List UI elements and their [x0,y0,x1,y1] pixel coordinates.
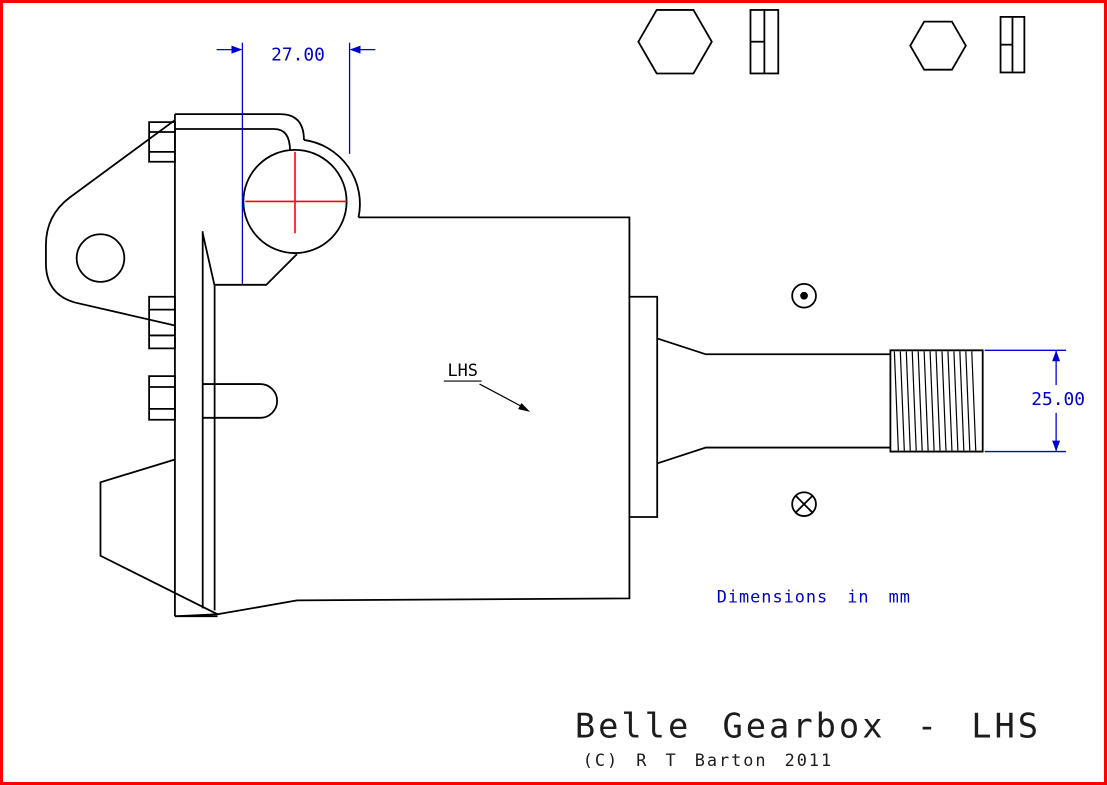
bolt-top [148,121,176,163]
pivot-pin [202,383,279,419]
bolt-bottom [148,375,176,421]
boss-arc [303,139,361,218]
drawing-title: Belle Gearbox - LHS [575,706,1041,745]
units-note: Dimensions in mm [717,586,911,606]
circle-cross-symbol [791,491,817,517]
cad-drawing: 27.00 25.00 LHS Dimensions in mm Belle G… [45,9,1085,770]
view-label: LHS [447,360,477,380]
mounting-lug [45,119,176,327]
dimension-shaft-25 [984,349,1067,453]
hex-bolt-side-icon [749,9,780,75]
gearbox-body [99,216,631,618]
dim-arrow-up [1052,350,1061,362]
dim-shaft-value: 25.00 [1031,389,1085,410]
hex-bolt-front-icon [637,9,713,75]
dimension-width-27 [216,42,376,284]
lhs-leader [443,380,531,412]
body-foot [99,458,218,616]
lug-hole [75,233,126,283]
dimensions [216,42,1067,453]
threaded-section [889,349,984,453]
circle-dot-symbol [791,282,817,309]
dim-width-value: 27.00 [271,45,325,66]
output-collar [629,295,659,518]
mounting-plate [174,114,218,618]
output-shaft [656,337,984,465]
part-linework [45,9,1026,618]
hex-nut-front-icon [909,20,967,71]
thread-hatching [893,351,977,451]
leader-arrowhead [518,403,531,412]
dim-arrow-left [231,45,243,54]
fastener-views [637,9,1026,75]
hex-nut-side-icon [999,15,1026,74]
dim-arrow-down [1052,440,1061,452]
dim-arrow-right [349,45,361,54]
centerlines [245,151,347,234]
copyright-note: (C) R T Barton 2011 [583,750,833,770]
bolt-middle [148,295,176,350]
